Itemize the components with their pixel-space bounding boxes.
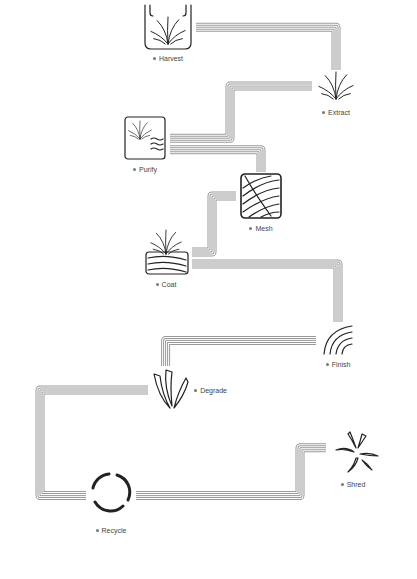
step-label: Coat: [155, 281, 178, 288]
connector-stroke: [196, 27, 336, 70]
step-name: Degrade: [200, 387, 227, 394]
process-step: Mesh: [236, 172, 286, 232]
step-label: Extract: [321, 109, 351, 116]
step-label: Mesh: [248, 225, 273, 232]
connector-stroke: [166, 340, 316, 366]
connector-stroke: [170, 150, 261, 172]
bullet-dot: [156, 283, 159, 286]
step-label: Degrade: [193, 387, 228, 394]
triple-line-connector: [192, 264, 338, 322]
connector-stroke: [170, 150, 261, 172]
finish-icon: [324, 326, 352, 354]
process-step: Harvest: [140, 4, 196, 62]
process-step: Purify: [120, 115, 170, 173]
connector-stroke: [192, 196, 236, 252]
step-name: Mesh: [255, 225, 272, 232]
step-name: Coat: [162, 281, 177, 288]
triple-line-connector: [192, 196, 236, 252]
process-step: Coat: [140, 228, 192, 288]
connector-stroke: [166, 340, 316, 366]
step-name: Shred: [347, 481, 366, 488]
bullet-dot: [194, 389, 197, 392]
step-label: Shred: [340, 481, 367, 488]
connector-stroke: [136, 448, 326, 496]
triple-line-connector: [170, 150, 261, 172]
step-name: Purify: [139, 166, 157, 173]
step-label: Recycle: [95, 527, 128, 534]
connector-stroke: [170, 86, 312, 138]
bullet-dot: [322, 111, 325, 114]
process-step: Shred: [326, 426, 380, 488]
connector-stroke: [40, 390, 148, 496]
step-label: Purify: [132, 166, 158, 173]
triple-line-connector: [166, 340, 316, 366]
process-step: Finish: [316, 322, 360, 368]
connector-stroke: [192, 196, 236, 252]
process-step: Extract: [312, 70, 360, 116]
process-step: Recycle: [86, 470, 136, 534]
connector-stroke: [40, 390, 148, 496]
connector-stroke: [136, 448, 326, 496]
connector-stroke: [136, 448, 326, 496]
step-name: Harvest: [159, 55, 183, 62]
bullet-dot: [341, 483, 344, 486]
step-name: Finish: [332, 361, 351, 368]
connector-stroke: [192, 264, 338, 322]
step-label: Finish: [325, 361, 352, 368]
connector-stroke: [166, 340, 316, 366]
connector-stroke: [192, 264, 338, 322]
shred-icon: [336, 432, 378, 472]
connector-stroke: [170, 150, 261, 172]
triple-line-connector: [40, 390, 148, 496]
connector-stroke: [192, 196, 236, 252]
connector-stroke: [40, 390, 148, 496]
connector-stroke: [136, 448, 326, 496]
bullet-dot: [96, 529, 99, 532]
bullet-dot: [326, 363, 329, 366]
connector-stroke: [196, 27, 336, 70]
extract-icon: [319, 72, 353, 99]
connector-stroke: [166, 340, 316, 366]
connector-stroke: [170, 86, 312, 138]
purify-icon: [125, 117, 165, 159]
connector-stroke: [196, 27, 336, 70]
connector-stroke: [192, 196, 236, 252]
mesh-icon: [241, 174, 281, 218]
step-name: Extract: [328, 109, 350, 116]
connector-stroke: [192, 196, 236, 252]
connector-stroke: [196, 27, 336, 70]
connector-stroke: [40, 390, 148, 496]
harvest-icon: [145, 5, 191, 49]
connector-stroke: [170, 86, 312, 138]
degrade-icon: [154, 370, 188, 408]
connector-stroke: [40, 390, 148, 496]
triple-line-connector: [136, 448, 326, 496]
step-label: Harvest: [152, 55, 184, 62]
bullet-dot: [133, 168, 136, 171]
connector-stroke: [170, 150, 261, 172]
connector-stroke: [196, 27, 336, 70]
bullet-dot: [249, 227, 252, 230]
step-name: Recycle: [102, 527, 127, 534]
connector-stroke: [170, 86, 312, 138]
connector-stroke: [192, 264, 338, 322]
connector-stroke: [170, 150, 261, 172]
triple-line-connector: [196, 27, 336, 70]
connector-stroke: [166, 340, 316, 366]
connector-stroke: [170, 86, 312, 138]
triple-line-connector: [170, 86, 312, 138]
recycle-icon: [93, 474, 130, 511]
connector-stroke: [192, 264, 338, 322]
process-step: Degrade: [148, 366, 228, 414]
connector-stroke: [192, 264, 338, 322]
connector-stroke: [136, 448, 326, 496]
coat-icon: [146, 230, 188, 274]
bullet-dot: [153, 57, 156, 60]
